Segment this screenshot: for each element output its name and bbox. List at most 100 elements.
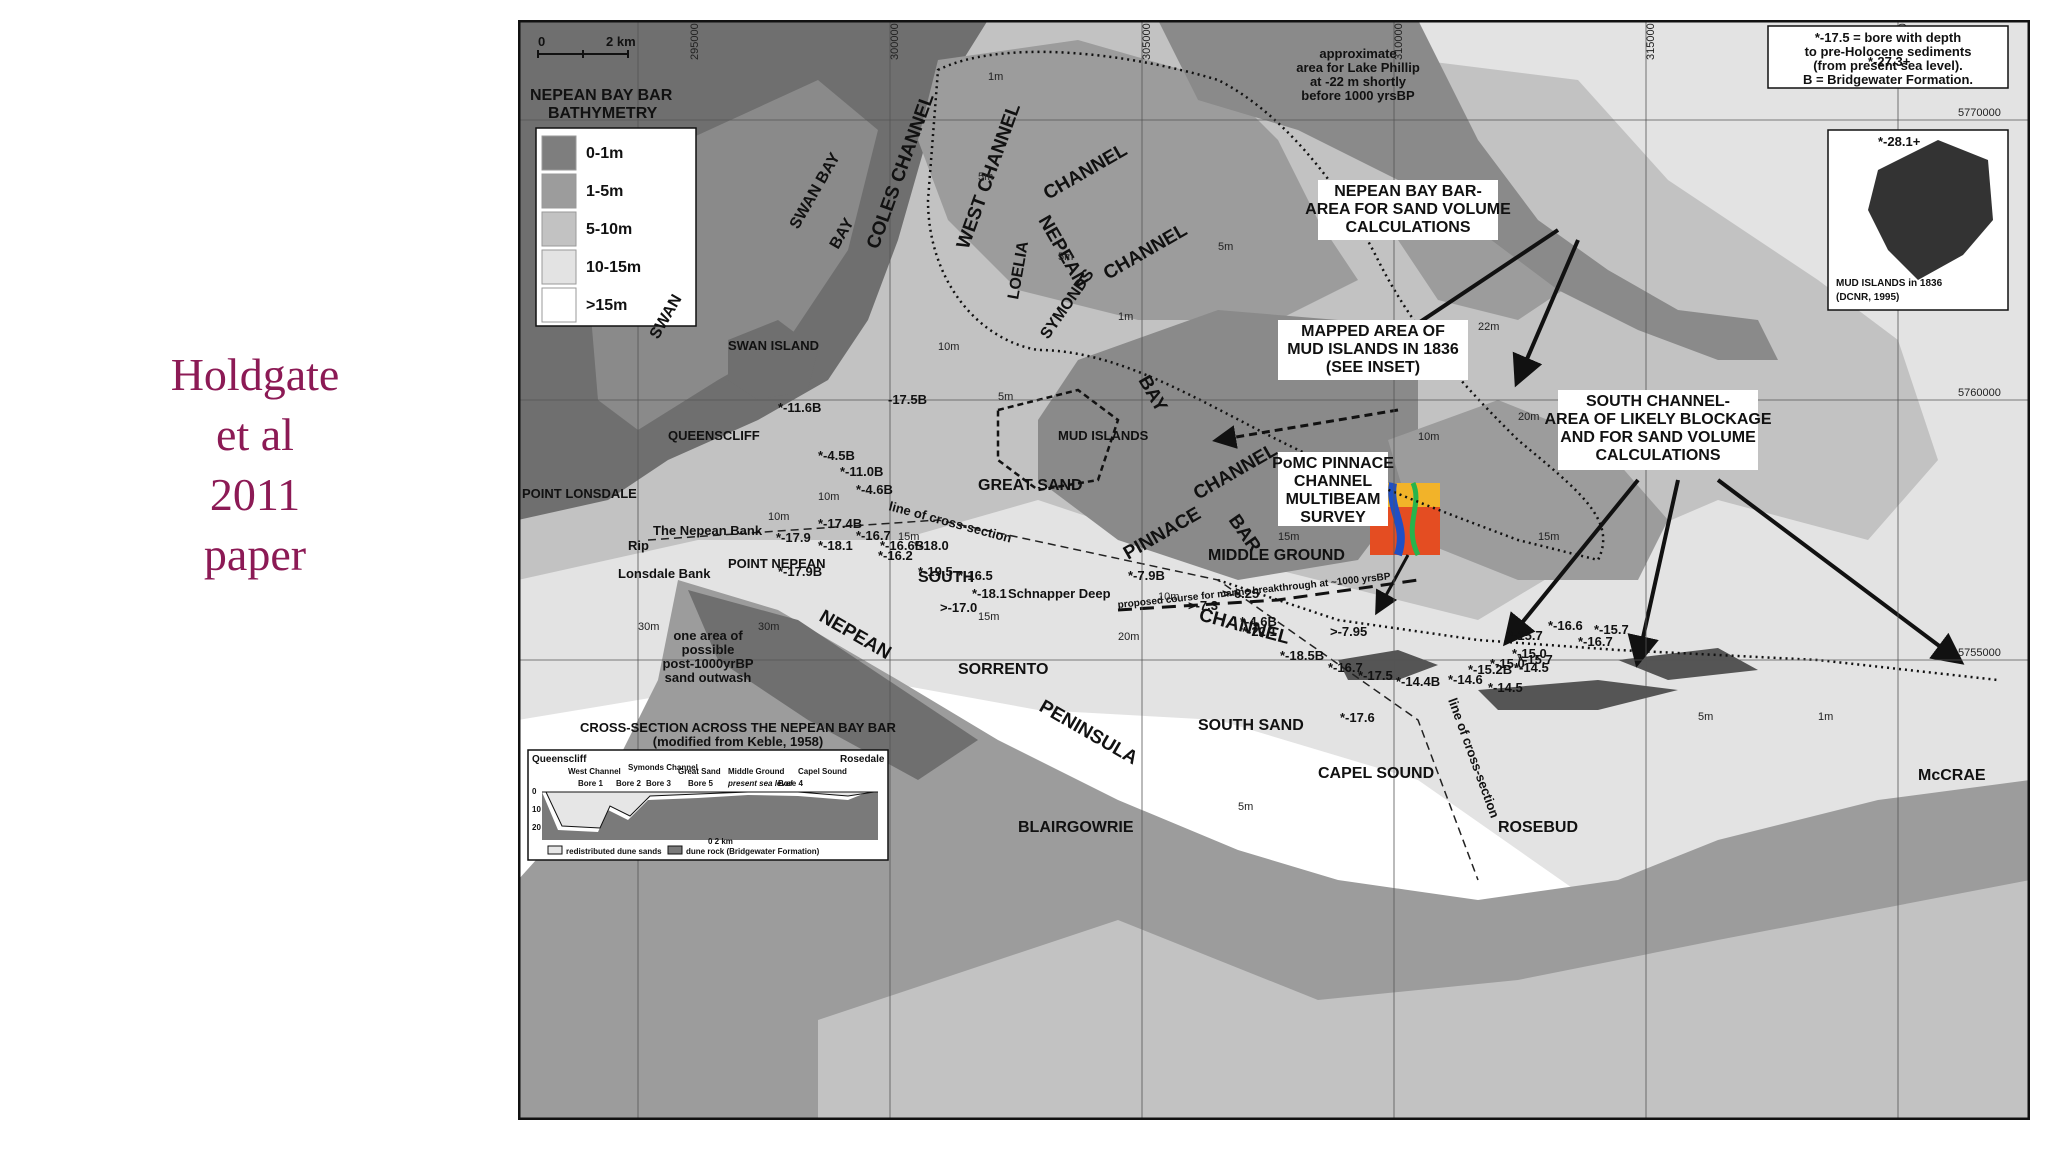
legend-label: 1-5m — [586, 183, 623, 200]
contour-label: 5m — [1058, 251, 1073, 263]
note-line: approximate — [1319, 46, 1396, 61]
bore-label: *-17.4B — [818, 516, 862, 531]
legend-swatch — [541, 249, 577, 285]
xs-column: Capel Sound — [798, 767, 847, 776]
bore-label: *-16.7 — [1328, 660, 1363, 675]
place-label: McCRAE — [1918, 767, 1986, 784]
bore-label: *-18.5B — [1280, 648, 1324, 663]
bore-label: *-18.1 — [972, 586, 1007, 601]
place-label: ROSEBUD — [1498, 819, 1578, 836]
legend-label: 10-15m — [586, 259, 641, 276]
bore-label: >-7.95 — [1330, 624, 1367, 639]
bore-label: *-16.7 — [1578, 634, 1613, 649]
contour-label: 1m — [1818, 711, 1833, 723]
xs-legend-label: redistributed dune sands — [566, 847, 662, 856]
bore-label: *-15.7 — [1594, 622, 1629, 637]
contour-label: 5m — [998, 391, 1013, 403]
legend-swatch — [541, 173, 577, 209]
bore-label: *-27.3+ — [1868, 54, 1911, 69]
contour-label: 30m — [638, 621, 659, 633]
xs-title: (modified from Keble, 1958) — [653, 734, 823, 749]
key-line: B = Bridgewater Formation. — [1803, 72, 1973, 87]
place-label: MUD ISLANDS — [1058, 428, 1149, 443]
bore-label: >-17.0 — [940, 600, 977, 615]
south-channel-blockage — [1478, 680, 1678, 710]
arrow-south-channel — [1716, 478, 1965, 665]
xs-end-right: Rosedale — [840, 754, 885, 765]
bore-label: *-15.7 — [1508, 628, 1543, 643]
grid-label-x: 300000 — [889, 23, 901, 60]
place-label: POINT NEPEAN — [728, 556, 826, 571]
contour-label: 5m — [1698, 711, 1713, 723]
mud-islands-shape — [1868, 140, 1993, 280]
slide-caption: Holdgate et al 2011 paper — [110, 345, 400, 585]
contour-label: 5m — [1238, 801, 1253, 813]
bore-label: *-28.1+ — [1878, 134, 1921, 149]
bore-label: *-16.7 — [856, 528, 891, 543]
callout-line: CALCULATIONS — [1595, 447, 1720, 464]
xs-column: Symonds Channel — [628, 763, 698, 772]
xs-bore: Bore 1 — [578, 779, 603, 788]
place-label: MIDDLE GROUND — [1208, 547, 1345, 564]
map-border — [518, 20, 2030, 1120]
xs-legend-label: dune rock (Bridgewater Formation) — [686, 847, 820, 856]
callout-line: (SEE INSET) — [1326, 359, 1420, 376]
bore-label: *-17.9 — [776, 530, 811, 545]
xs-legend-swatch — [547, 845, 563, 855]
callout-mud-islands: MAPPED AREA OF MUD ISLANDS IN 1836 (SEE … — [1278, 320, 1468, 380]
bore-label: *-18.1 — [818, 538, 853, 553]
legend-swatch — [541, 211, 577, 247]
scale-label: 2 km — [606, 34, 636, 49]
outwash-line: sand outwash — [665, 670, 752, 685]
callout-line: MULTIBEAM — [1286, 491, 1381, 508]
grid-label-x: 305000 — [1141, 23, 1153, 60]
outwash-line: post-1000yrBP — [662, 656, 753, 671]
bore-label: >-6.25 — [1222, 586, 1259, 601]
bore-label: >-7.3 — [1188, 598, 1218, 613]
contour-label: 15m — [1538, 531, 1559, 543]
bore-label: *-4.6B — [856, 482, 893, 497]
callout-line: SOUTH CHANNEL- — [1586, 393, 1730, 410]
outwash-line: one area of — [673, 628, 743, 643]
callout-line: SURVEY — [1300, 509, 1366, 526]
bore-label: *-16.6B — [880, 538, 924, 553]
contour-label: 5m — [1218, 241, 1233, 253]
inset-caption: MUD ISLANDS in 1836 — [1836, 278, 1943, 289]
breakthrough-course — [1117, 578, 1419, 612]
place-label: SWAN ISLAND — [728, 338, 819, 353]
outwash-line: possible — [682, 642, 735, 657]
contour-label: 15m — [898, 531, 919, 543]
legend-label: >15m — [586, 297, 627, 314]
callout-line: PoMC PINNACE — [1272, 455, 1394, 472]
legend-label: 5-10m — [586, 221, 632, 238]
note-line: before 1000 yrsBP — [1301, 88, 1415, 103]
mud-islands-inset: MUD ISLANDS in 1836 (DCNR, 1995) — [1827, 129, 2009, 311]
legend-title: BATHYMETRY — [548, 105, 658, 122]
grid-label-y: 5760000 — [1958, 387, 2001, 399]
callout-pomc: PoMC PINNACE CHANNEL MULTIBEAM SURVEY — [1272, 452, 1394, 526]
callout-nepean-bar: NEPEAN BAY BAR- AREA FOR SAND VOLUME CAL… — [1305, 180, 1511, 240]
bore-label: *-15.7 — [1518, 652, 1553, 667]
xs-column: Great Sand — [678, 767, 721, 776]
bathymetry-legend: NEPEAN BAY BAR BATHYMETRY 0-1m1-5m5-10m1… — [530, 87, 697, 327]
bore-label: *-16.2 — [878, 548, 913, 563]
xs-column: West Channel — [568, 767, 621, 776]
bore-label: *-15.0 — [1512, 646, 1547, 661]
place-label: CAPEL SOUND — [1318, 765, 1434, 782]
bore-label: *-17.9B — [778, 564, 822, 579]
map-scale-bar: 0 2 km — [537, 34, 636, 58]
xs-title: CROSS-SECTION ACROSS THE NEPEAN BAY BAR — [580, 720, 897, 735]
contour-label: 1m — [988, 71, 1003, 83]
xs-depth: 0 — [532, 787, 537, 796]
note-line: at -22 m shortly — [1310, 74, 1407, 89]
contour-label: 10m — [1158, 591, 1179, 603]
south-channel-blockage — [1338, 650, 1438, 680]
place-label: POINT LONSDALE — [522, 486, 637, 501]
place-label: GREAT SAND — [978, 477, 1083, 494]
contour-label: 1m — [1118, 311, 1133, 323]
bore-label: *-14.5 — [1514, 660, 1549, 675]
nepean-bar-boundary — [926, 50, 1605, 562]
callout-south-channel: SOUTH CHANNEL- AREA OF LIKELY BLOCKAGE A… — [1545, 390, 1772, 470]
bore-label: *-16.6 — [1548, 618, 1583, 633]
bore-label: *-17.6 — [1340, 710, 1375, 725]
